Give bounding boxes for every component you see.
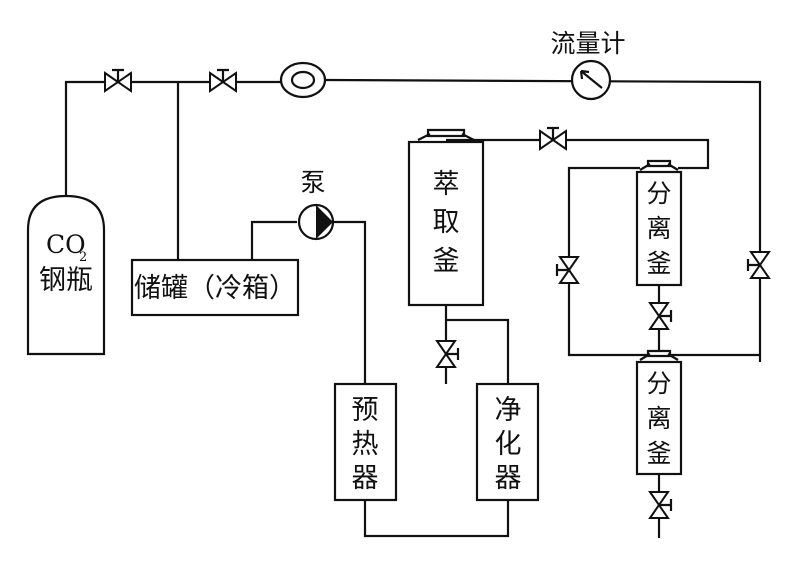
- cylinder-label: 钢瓶: [39, 265, 93, 296]
- extractor: 萃 取 釜: [407, 128, 485, 307]
- preheater-char-2: 热: [352, 429, 379, 460]
- separator1-box: [635, 170, 683, 287]
- flowmeter-label: 流量计: [550, 29, 625, 58]
- pipe-purifier-extractor: [446, 318, 510, 384]
- pump-arrow: [316, 205, 333, 239]
- preheater-box: [333, 382, 398, 502]
- vessel-cap-icon: [639, 159, 679, 171]
- separator2-char-1: 分: [646, 369, 671, 398]
- valve-cylinder-top[interactable]: [104, 68, 132, 93]
- extractor-char-3: 釜: [433, 246, 460, 277]
- preheater: 预 热 器: [333, 382, 398, 502]
- flowmeter-needle: [579, 69, 603, 89]
- coil-heat-exchanger-icon: [279, 61, 327, 99]
- valve-stem: [746, 259, 760, 271]
- valve-stem: [555, 264, 569, 276]
- extractor-char-2: 取: [433, 207, 460, 238]
- separator1-char-3: 釜: [646, 249, 671, 278]
- pipe-cylinder-top: [64, 80, 281, 200]
- separator2-char-2: 离: [646, 404, 671, 433]
- co2-cylinder: CO 2 钢瓶: [26, 194, 106, 356]
- co2-subscript: 2: [79, 250, 87, 265]
- vessel-cap-icon: [417, 128, 475, 141]
- condenser: [279, 61, 327, 99]
- preheater-char-1: 预: [352, 395, 379, 426]
- separator-2: 分 离 釜: [635, 349, 683, 476]
- extractor-char-1: 萃: [433, 169, 460, 200]
- pipe-storage-pump: [250, 220, 297, 260]
- storage-tank: 储罐（冷箱）: [130, 258, 300, 317]
- vessel-cap-icon: [639, 349, 679, 361]
- pipe-preheater-purifier: [363, 500, 510, 538]
- cylinder-body: [26, 194, 106, 356]
- purifier: 净 化 器: [475, 382, 540, 502]
- purifier-char-1: 净: [495, 395, 522, 426]
- valve-right-branch[interactable]: [746, 251, 771, 279]
- valve-left-branch[interactable]: [555, 256, 580, 284]
- valve-extractor-top[interactable]: [539, 126, 567, 151]
- valve-stem: [659, 310, 673, 322]
- purifier-char-3: 器: [495, 463, 522, 494]
- extractor-box: [407, 140, 485, 307]
- separator-1: 分 离 釜: [635, 159, 683, 287]
- storage-box: [130, 258, 300, 317]
- purifier-box: [475, 382, 540, 502]
- separator1-char-2: 离: [646, 214, 671, 243]
- pump-label: 泵: [300, 168, 325, 197]
- pump[interactable]: [297, 203, 335, 241]
- pipe-top-main: [325, 78, 762, 362]
- pipe-pump-preheater: [334, 220, 367, 384]
- storage-label: 储罐（冷箱）: [134, 273, 296, 304]
- preheater-char-3: 器: [352, 463, 379, 494]
- flowmeter: [570, 59, 612, 101]
- valve-separator1-bottom[interactable]: [648, 302, 673, 330]
- separator1-char-1: 分: [646, 179, 671, 208]
- pipe-extractor-sep1: [446, 138, 710, 170]
- purifier-char-2: 化: [495, 429, 522, 460]
- coil-inner-ring: [290, 70, 316, 90]
- valve-extractor-drain[interactable]: [435, 340, 460, 368]
- separator2-char-3: 釜: [646, 439, 671, 468]
- separator2-box: [635, 360, 683, 476]
- valve-stem: [217, 68, 229, 82]
- co2-label: CO: [46, 230, 86, 259]
- valve-stem: [659, 499, 673, 511]
- valve-stem: [112, 68, 124, 82]
- valve-storage-top[interactable]: [209, 68, 237, 93]
- valve-stem: [446, 348, 460, 360]
- valve-separator2-bottom[interactable]: [648, 491, 673, 519]
- valve-stem: [547, 126, 559, 140]
